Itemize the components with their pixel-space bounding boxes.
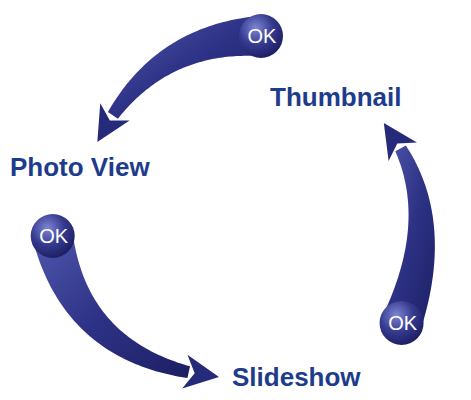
view-mode-label: Slideshow: [229, 360, 364, 394]
ok-button-label: OK: [248, 25, 277, 47]
arrow-head: [97, 103, 129, 142]
mode-name: Thumbnail: [270, 82, 401, 112]
view-mode-label: Photo View: [7, 150, 153, 184]
transition-arrow: [31, 214, 219, 388]
mode-name: Photo View: [10, 152, 150, 182]
arrow-head: [182, 355, 219, 389]
transition-arrow: [380, 123, 435, 345]
arrow-bulb: [239, 14, 283, 58]
arrow-bulb: [380, 301, 424, 345]
arrow-head: [384, 123, 417, 161]
transition-arrow: [97, 14, 283, 142]
ok-button-label: OK: [388, 312, 417, 334]
arrow-bulb: [31, 214, 75, 258]
ok-button-label: OK: [39, 225, 68, 247]
arrow-shaft: [108, 16, 262, 119]
mode-name: Slideshow: [232, 362, 361, 392]
view-mode-label: Thumbnail: [267, 80, 404, 114]
